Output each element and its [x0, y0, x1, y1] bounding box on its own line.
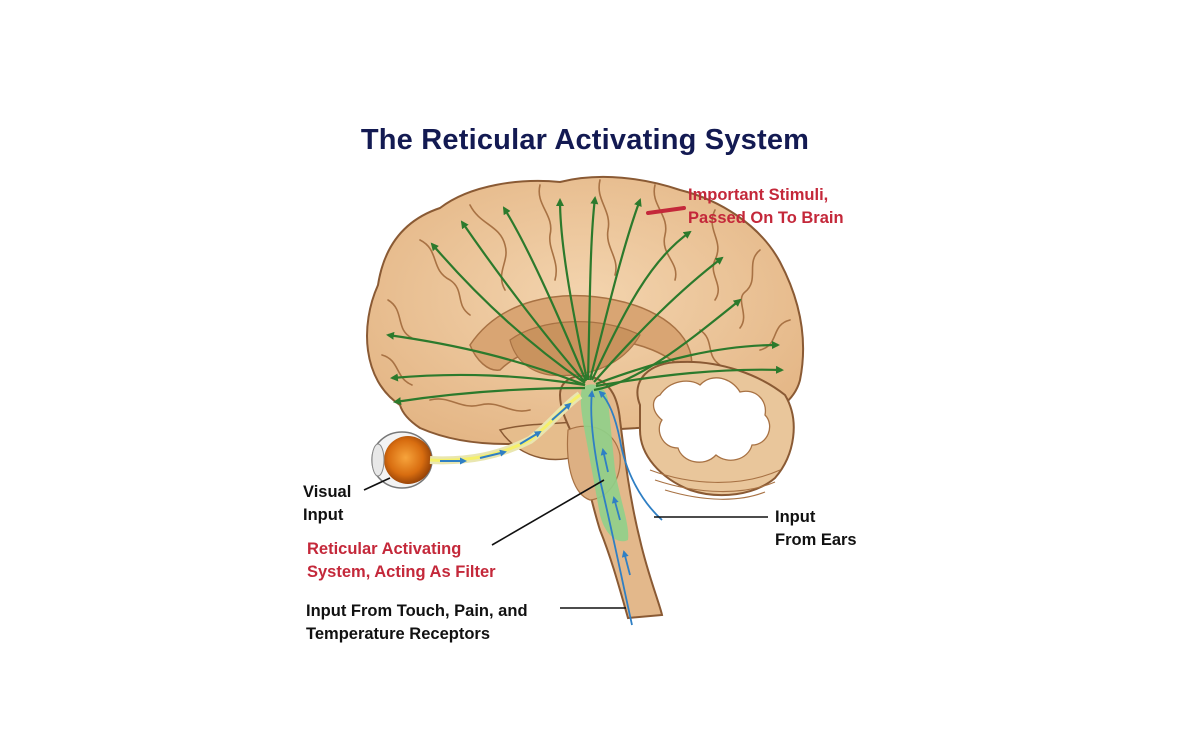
label-visual-input: Visual Input — [303, 483, 352, 524]
eyeball-icon — [371, 431, 433, 489]
cerebellum — [636, 360, 795, 500]
optic-input-arrows — [440, 402, 572, 465]
label-ears-input: Input From Ears — [775, 508, 857, 549]
label-important-stimuli: Important Stimuli, Passed On To Brain — [688, 186, 844, 227]
leader-lines — [363, 477, 768, 609]
cortical-projection-arrows — [386, 196, 784, 406]
important-stimuli-marker — [646, 206, 686, 215]
sensory-input-nerves — [587, 390, 663, 626]
diagram-title: The Reticular Activating System — [360, 124, 810, 156]
label-touch-input: Input From Touch, Pain, and Temperature … — [306, 602, 528, 643]
label-reticular-activating-system: Reticular Activating System, Acting As F… — [307, 540, 496, 581]
